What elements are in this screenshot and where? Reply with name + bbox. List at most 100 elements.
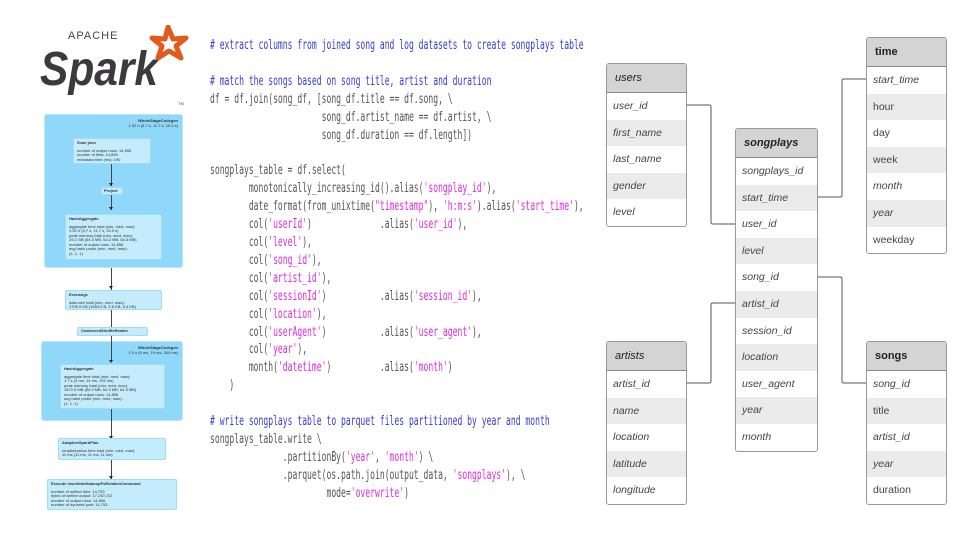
node-title: AdaptiveSparkPlan <box>62 440 99 445</box>
code-string: 'datetime' <box>277 360 327 376</box>
code-text: ) <box>447 360 453 376</box>
code-text: ) .alias( <box>326 360 414 376</box>
column-session-id: session_id <box>742 324 792 337</box>
code-text: ), <box>316 306 327 322</box>
code-text: mode= <box>210 485 351 501</box>
code-string: 'songplay_id' <box>423 181 487 197</box>
code-text: ) <box>210 378 235 394</box>
code-text: ) .alias( <box>321 324 414 340</box>
code-string: 'location' <box>268 306 317 322</box>
node-title: Project <box>104 188 118 193</box>
column-day: day <box>873 127 890 140</box>
column-longitude: longitude <box>613 484 656 497</box>
code-text: songplays_table.write \ <box>210 431 322 447</box>
column-weekday: weekday <box>873 233 915 246</box>
column-artist-id: artist_id <box>736 290 817 318</box>
code-string: 'song_id' <box>268 252 312 268</box>
code-string: 'artist_id' <box>268 270 322 286</box>
code-text: , <box>374 449 385 465</box>
column-latitude: latitude <box>607 450 686 478</box>
column-hour: hour <box>867 93 946 121</box>
code-string: 'user_agent' <box>413 324 473 340</box>
column-songplays-id: songplays_id <box>742 165 804 177</box>
column-user-agent: user_agent <box>742 377 795 390</box>
code-comment: # write songplays table to parquet files… <box>210 414 550 430</box>
code-text: ) <box>404 485 409 501</box>
node-title: Scan json <box>77 140 96 145</box>
column-week: week <box>867 146 946 174</box>
node-metrics: aggregate time total (min, med, max): 1.… <box>69 223 137 256</box>
code-string: 'sessionId' <box>268 288 322 304</box>
node-metrics: data size total (min, med, max): 1709.9 … <box>69 299 136 309</box>
code-string: 'songplays' <box>452 467 507 483</box>
code-string: 'month' <box>384 449 419 465</box>
code-comment: # extract columns from joined song and l… <box>210 38 584 53</box>
node-title: Execute InsertIntoHadoopFsRelationComman… <box>51 481 141 486</box>
column-first-name: first_name <box>607 119 686 147</box>
execute-insert-node[interactable]: Execute InsertIntoHadoopFsRelationComman… <box>47 479 177 510</box>
code-string: 'session_id' <box>413 288 473 304</box>
code-string: 'level' <box>268 234 303 250</box>
code-text: ), <box>297 342 308 358</box>
column-duration: duration <box>873 484 911 497</box>
code-string: 'user_id' <box>413 217 458 233</box>
code-text: ), <box>486 181 497 197</box>
code-text: ), <box>573 199 584 215</box>
column-year: year <box>867 199 946 227</box>
column-user-id: user_id <box>742 218 777 231</box>
column-gender: gender <box>607 172 686 200</box>
column-level: level <box>613 206 635 219</box>
code-text: col( <box>210 288 269 304</box>
table-header: time <box>867 38 946 67</box>
stage-title: WholeStageCodegen <box>137 118 178 123</box>
coalesced-shuffle-reader-node[interactable]: CoalescedShuffleReader <box>77 327 148 336</box>
code-text: ), <box>472 324 482 340</box>
node-title: Exchange <box>69 292 88 297</box>
column-start-time: start_time <box>736 184 817 212</box>
code-text: ), <box>457 217 468 233</box>
node-metrics: aggregate time total (min, med, max): 1.… <box>64 373 137 406</box>
column-last-name: last_name <box>613 153 662 166</box>
code-string: 'year' <box>345 449 375 465</box>
code-text: ) \ <box>418 449 434 465</box>
code-string: 'userId' <box>268 217 308 233</box>
table-header: artists <box>607 342 686 371</box>
code-string: 'overwrite' <box>350 485 405 501</box>
code-string: 'userAgent' <box>268 324 322 340</box>
table-header: songplays <box>736 129 817 158</box>
code-string: 'h:m:s' <box>442 199 477 215</box>
column-month: month <box>873 180 903 193</box>
node-title: CoalescedShuffleReader <box>81 328 129 333</box>
exchange-node[interactable]: Exchange data size total (min, med, max):… <box>65 290 162 310</box>
node-metrics: reoptimization time total (min, med, max… <box>62 447 136 457</box>
code-text: col( <box>210 342 269 358</box>
column-start-time: start_time <box>873 74 920 86</box>
svg-text:Spark: Spark <box>40 43 160 96</box>
project-node[interactable]: Project <box>101 187 123 195</box>
code-text: col( <box>210 306 269 322</box>
code-string: 'month' <box>413 360 448 376</box>
code-text: ), <box>472 288 482 304</box>
adaptive-spark-plan-node[interactable]: AdaptiveSparkPlan reoptimization time tot… <box>58 438 166 460</box>
code-line: df = df.join(song_df, [song_df.title == … <box>210 91 453 107</box>
code-line: song_df.artist_name == df.artist, \ <box>210 109 492 125</box>
column-song-id: song_id <box>742 271 779 284</box>
code-text: date_format(from_unixtime( <box>210 199 375 215</box>
code-text: col( <box>210 217 269 233</box>
column-name: name <box>607 397 686 425</box>
column-location: location <box>613 431 650 444</box>
code-line: songplays_table = df.select( <box>210 163 346 179</box>
stage-title: WholeStageCodegen <box>137 345 178 350</box>
svg-text:APACHE: APACHE <box>68 30 118 42</box>
svg-text:TM: TM <box>178 101 184 106</box>
code-text: ), <box>428 199 443 215</box>
column-song-id: song_id <box>873 378 910 390</box>
